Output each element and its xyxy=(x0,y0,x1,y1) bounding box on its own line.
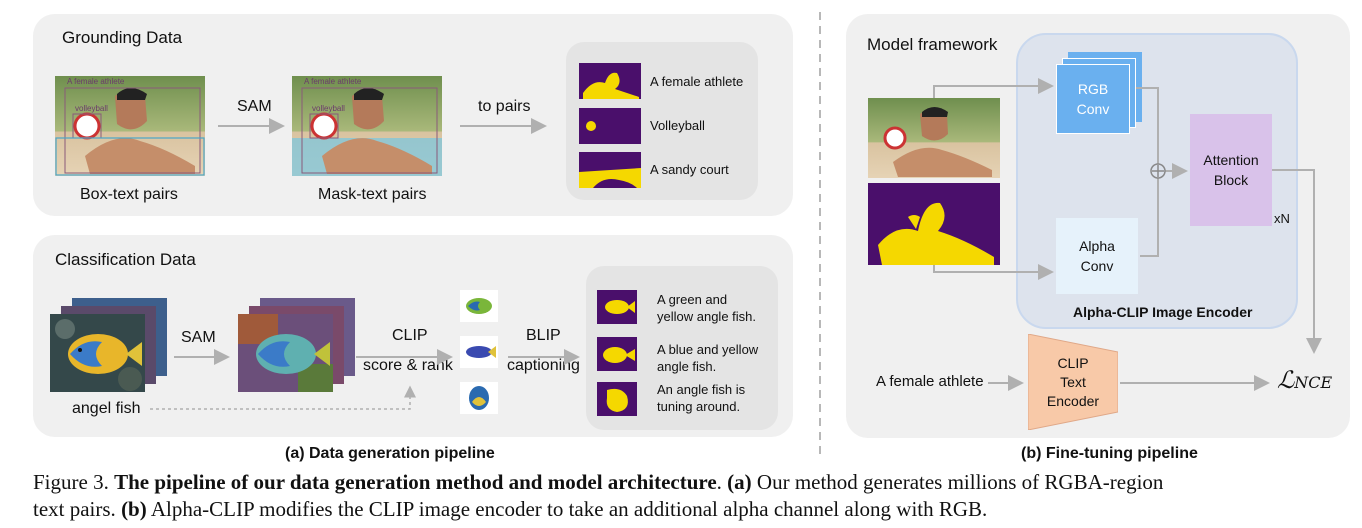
text-input-label: A female athlete xyxy=(876,373,984,390)
to-pairs-label: to pairs xyxy=(478,98,531,115)
caption-bold-title: The pipeline of our data generation meth… xyxy=(114,470,717,494)
fish-mask-icon-2 xyxy=(603,347,635,363)
pair-label-athlete: A female athlete xyxy=(650,74,744,89)
mask-text-photo: A female athlete volleyball xyxy=(292,76,442,176)
fish-crop-2 xyxy=(460,336,498,368)
pair-label-volleyball: Volleyball xyxy=(650,118,705,133)
pair-mask-court xyxy=(579,152,641,188)
box-tag-volleyball: volleyball xyxy=(75,104,108,113)
caption-a-tag: (a) xyxy=(727,470,752,494)
mask-tag-volleyball: volleyball xyxy=(312,104,345,113)
green-fish-crop-icon xyxy=(466,298,492,314)
fish-crop-1 xyxy=(460,290,498,322)
court-mask-icon xyxy=(579,168,641,188)
rgb-conv-line2: Conv xyxy=(1076,101,1110,117)
encoder-label: Alpha-CLIP Image Encoder xyxy=(1073,304,1253,320)
text-encoder-label: CLIP Text Encoder xyxy=(1028,344,1118,420)
volleyball-input-photo-icon xyxy=(868,98,1000,178)
right-subtitle: (b) Fine-tuning pipeline xyxy=(1021,445,1198,462)
fish-mask-icon-1 xyxy=(605,300,635,314)
segmented-fish-photo xyxy=(238,314,333,392)
volleyball-mask-icon xyxy=(586,121,596,131)
caption-a-text: Our method generates millions of RGBA-re… xyxy=(756,470,1164,494)
classification-sam-label: SAM xyxy=(181,329,216,346)
box-text-caption: Box-text pairs xyxy=(80,186,178,203)
grounding-title: Grounding Data xyxy=(62,28,183,47)
alpha-conv-line1: Alpha xyxy=(1079,238,1115,254)
box-tag-athlete: A female athlete xyxy=(67,77,125,86)
captioning-label: captioning xyxy=(507,357,580,374)
repeat-label: xN xyxy=(1274,211,1290,226)
text-encoder-line2: Text xyxy=(1060,373,1086,390)
caption-3-line2: tuning around. xyxy=(657,399,741,414)
fish-crop-3 xyxy=(460,382,498,414)
classification-title: Classification Data xyxy=(55,250,196,269)
angel-fish-label: angel fish xyxy=(72,400,141,417)
alpha-conv-line2: Conv xyxy=(1080,258,1114,274)
text-encoder-shape xyxy=(1028,334,1118,430)
rgb-conv-line1: RGB xyxy=(1077,81,1109,97)
caption-prefix: Figure 3. xyxy=(33,470,109,494)
rgb-conv-block: RGB Conv xyxy=(1056,64,1130,134)
loss-subscript: NCE xyxy=(1294,373,1333,392)
attention-block: Attention Block xyxy=(1190,114,1272,226)
pair-mask-volleyball xyxy=(579,108,641,144)
fish-mask-icon-3 xyxy=(606,388,628,412)
caption-1-line1: A green and xyxy=(657,292,728,307)
caption-b-tag: (b) xyxy=(121,497,147,521)
attention-line2: Block xyxy=(1213,172,1249,188)
pair-label-court: A sandy court xyxy=(650,162,729,177)
figure-caption-line2: text pairs. (b) Alpha-CLIP modifies the … xyxy=(33,496,987,522)
loss-symbol: ℒ xyxy=(1277,366,1295,394)
angel-fish-photo-icon xyxy=(50,314,145,392)
masked-volleyball-photo-icon xyxy=(292,76,442,176)
athlete-mask-icon xyxy=(583,72,639,99)
text-encoder-line3: Encoder xyxy=(1046,392,1100,409)
caption-2-line1: A blue and yellow xyxy=(657,342,759,357)
mask-tag-athlete: A female athlete xyxy=(304,77,362,86)
score-rank-label: score & rank xyxy=(363,357,453,374)
pair-mask-athlete xyxy=(579,63,641,99)
caption-2-line2: angle fish. xyxy=(657,359,717,374)
caption-mask-1 xyxy=(597,290,637,324)
left-subtitle: (a) Data generation pipeline xyxy=(285,445,495,462)
model-framework-title: Model framework xyxy=(867,35,998,54)
caption-b-text: Alpha-CLIP modifies the CLIP image encod… xyxy=(150,497,988,521)
rgb-input-photo xyxy=(868,98,1000,178)
segmented-fish-icon xyxy=(238,314,333,392)
grounding-sam-label: SAM xyxy=(237,98,272,115)
clip-label: CLIP xyxy=(392,327,428,344)
beach-volleyball-photo-icon xyxy=(55,76,205,176)
caption-mask-2 xyxy=(597,337,637,371)
alpha-conv-block: Alpha Conv xyxy=(1056,218,1138,294)
box-text-photo: A female athlete volleyball xyxy=(55,76,205,176)
turning-fish-crop-icon xyxy=(469,386,489,410)
mask-text-caption: Mask-text pairs xyxy=(318,186,427,203)
athlete-alpha-mask-icon xyxy=(878,202,994,265)
figure-caption-line1: Figure 3. The pipeline of our data gener… xyxy=(33,470,1164,494)
attention-line1: Attention xyxy=(1203,152,1259,168)
alpha-input-mask xyxy=(868,183,1000,265)
caption-line2-start: text pairs. xyxy=(33,497,116,521)
caption-mask-3 xyxy=(597,382,637,416)
fish-photo xyxy=(50,314,145,392)
text-encoder-line1: CLIP xyxy=(1057,354,1089,371)
caption-3-line1: An angle fish is xyxy=(657,382,746,397)
blue-fish-crop-icon xyxy=(466,346,496,358)
blip-label: BLIP xyxy=(526,327,561,344)
caption-1-line2: yellow angle fish. xyxy=(657,309,756,324)
nce-loss: ℒNCE xyxy=(1277,366,1332,394)
